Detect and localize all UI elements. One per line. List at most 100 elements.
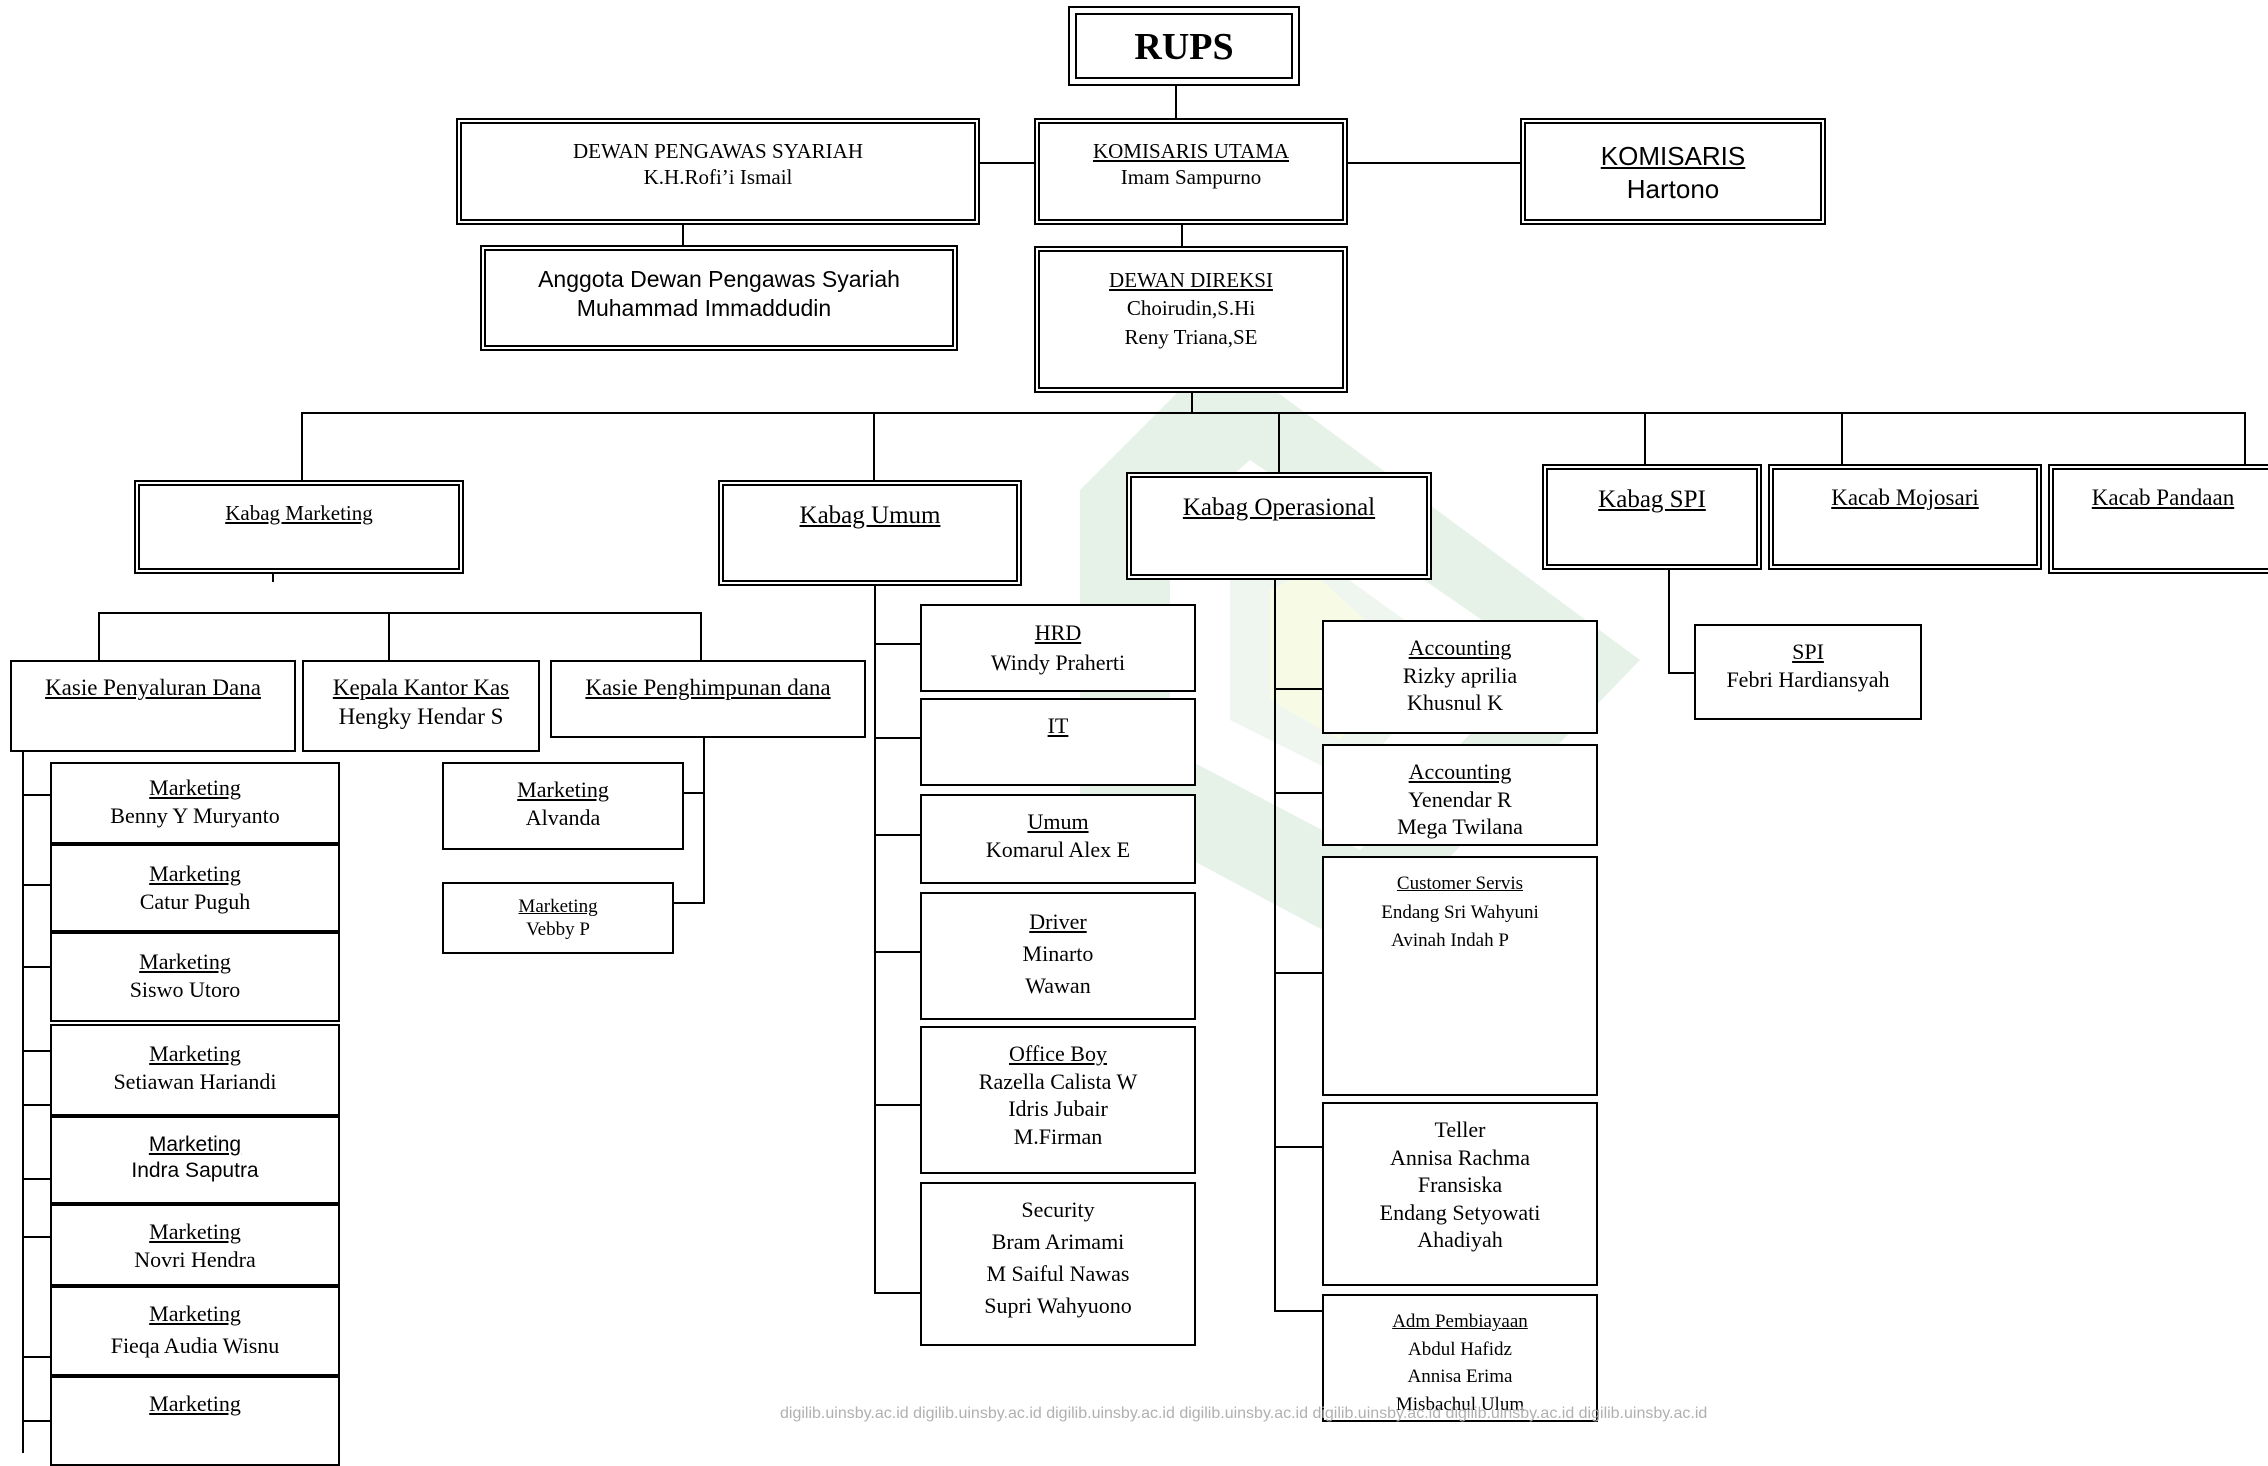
operasional-unit-title: Accounting [1408,635,1512,660]
kasie-penyaluran-title: Kasie Penyaluran Dana [45,675,261,700]
connector-line [681,792,704,794]
operasional-unit-name: Annisa Rachma [1390,1144,1530,1170]
operasional-unit-name: Khusnul K [1407,690,1503,715]
connector-line [874,643,920,645]
connector-line [672,902,704,904]
operasional-unit-name: Endang Setyowati [1379,1199,1541,1225]
kabag-operasional-box: Kabag Operasional [1126,472,1432,580]
marketing-staff-name: Novri Hendra [134,1246,256,1272]
connector-line [22,884,50,886]
operasional-unit-name: Abdul Hafidz [1408,1338,1512,1360]
marketing-staff-name: Setiawan Hariandi [113,1068,277,1094]
dps-box: DEWAN PENGAWAS SYARIAH K.H.Rofi’i Ismail [456,118,980,225]
umum-unit-name: M Saiful Nawas [986,1260,1130,1286]
operasional-unit-title: Customer Servis [1396,873,1524,894]
operasional-unit-name: Avinah Indah P [1391,930,1509,951]
kepala-kantor-kas-title: Kepala Kantor Kas [332,675,510,700]
operasional-unit-name: Rizky aprilia [1402,662,1518,688]
connector-line [873,412,875,482]
operasional-unit-name: Ahadiyah [1417,1227,1503,1252]
marketing-staff-name: Alvanda [525,804,601,830]
marketing-staff-name: Catur Puguh [139,888,251,914]
komisaris-name: Hartono [1626,173,1720,204]
kasie-penghimpunan-box: Kasie Penghimpunan dana [550,660,866,738]
marketing-staff-box: Marketing Siswo Utoro [50,932,340,1022]
kacab-mojosari-box: Kacab Mojosari [1768,464,2042,570]
connector-line [874,737,920,739]
marketing-staff-box: Marketing Novri Hendra [50,1204,340,1286]
umum-unit-name: Komarul Alex E [985,836,1131,862]
connector-line [978,162,1036,164]
connector-line [874,1104,920,1106]
connector-line [22,966,50,968]
operasional-unit-name: Fransiska [1417,1172,1503,1197]
komisaris-box: KOMISARIS Hartono [1520,118,1826,225]
connector-line [22,750,24,1453]
operasional-unit-name: Annisa Erima [1407,1366,1513,1388]
kacab-mojosari-title: Kacab Mojosari [1831,485,1979,510]
umum-unit-title: IT [1047,713,1069,738]
rups-title: RUPS [1134,26,1234,68]
connector-line [1278,412,1280,474]
connector-line [874,1292,920,1294]
kabag-spi-title: Kabag SPI [1598,486,1706,513]
kabag-marketing-title: Kabag Marketing [225,501,373,525]
komisaris-title: KOMISARIS [1600,141,1746,171]
dps-title: DEWAN PENGAWAS SYARIAH [573,139,863,163]
umum-unit-title: Umum [1027,809,1089,834]
marketing-staff-box: Marketing Fieqa Audia Wisnu [50,1286,340,1376]
kasie-penyaluran-box: Kasie Penyaluran Dana [10,660,296,752]
marketing-staff-box: Marketing Vebby P [442,882,674,954]
connector-line [22,1178,50,1180]
direksi-title: DEWAN DIREKSI [1109,268,1273,292]
marketing-staff-name: Vebby P [526,918,590,940]
umum-unit-box: Office Boy Razella Calista W Idris Jubai… [920,1026,1196,1174]
umum-unit-box: IT [920,698,1196,786]
marketing-staff-title: Marketing [139,949,231,974]
marketing-staff-name: Fieqa Audia Wisnu [110,1332,280,1358]
connector-line [22,1104,50,1106]
umum-unit-name: Bram Arimami [991,1228,1125,1254]
rups-box: RUPS [1068,6,1300,86]
kabag-umum-box: Kabag Umum [718,480,1022,586]
umum-unit-title: HRD [1034,620,1082,645]
kabag-operasional-title: Kabag Operasional [1182,494,1376,521]
kacab-pandaan-title: Kacab Pandaan [2091,485,2235,510]
kepala-kantor-kas-box: Kepala Kantor Kas Hengky Hendar S [302,660,540,752]
operasional-unit-box: Customer Servis Endang Sri Wahyuni Avina… [1322,856,1598,1096]
spi-box: SPI Febri Hardiansyah [1694,624,1922,720]
umum-unit-box: Security Bram Arimami M Saiful Nawas Sup… [920,1182,1196,1346]
komisaris-utama-box: KOMISARIS UTAMA Imam Sampurno [1034,118,1348,225]
umum-unit-name: M.Firman [1013,1123,1103,1149]
kabag-spi-box: Kabag SPI [1542,464,1762,570]
connector-line [22,1236,50,1238]
anggota-dps-title: Anggota Dewan Pengawas Syariah [538,266,900,292]
kacab-pandaan-box: Kacab Pandaan [2048,464,2268,574]
operasional-unit-box: Accounting Yenendar R Mega Twilana [1322,744,1598,846]
marketing-staff-title: Marketing [518,896,598,917]
connector-line [1644,412,1646,466]
umum-unit-box: Driver Minarto Wawan [920,892,1196,1020]
connector-line [703,736,705,904]
umum-unit-name: Minarto [1022,940,1094,966]
connector-line [874,951,920,953]
connector-line [1274,1310,1322,1312]
operasional-unit-name: Misbachul Ulum [1395,1393,1525,1415]
marketing-staff-title: Marketing [149,1041,241,1066]
umum-unit-box: HRD Windy Praherti [920,604,1196,692]
connector-line [1191,390,1193,413]
connector-line [2244,412,2246,466]
marketing-staff-title: Marketing [149,861,241,886]
marketing-staff-box: Marketing Benny Y Muryanto [50,762,340,844]
operasional-unit-name: Endang Sri Wahyuni [1381,901,1539,923]
marketing-staff-box: Marketing Setiawan Hariandi [50,1024,340,1116]
connector-line [22,794,50,796]
dps-name: K.H.Rofi’i Ismail [643,165,793,190]
umum-unit-name: Supri Wahyuono [984,1292,1132,1318]
connector-line [700,612,702,660]
connector-line [1274,792,1322,794]
marketing-staff-box: Marketing Alvanda [442,762,684,850]
kasie-penghimpunan-title: Kasie Penghimpunan dana [585,675,831,700]
operasional-unit-title: Teller [1434,1117,1486,1142]
